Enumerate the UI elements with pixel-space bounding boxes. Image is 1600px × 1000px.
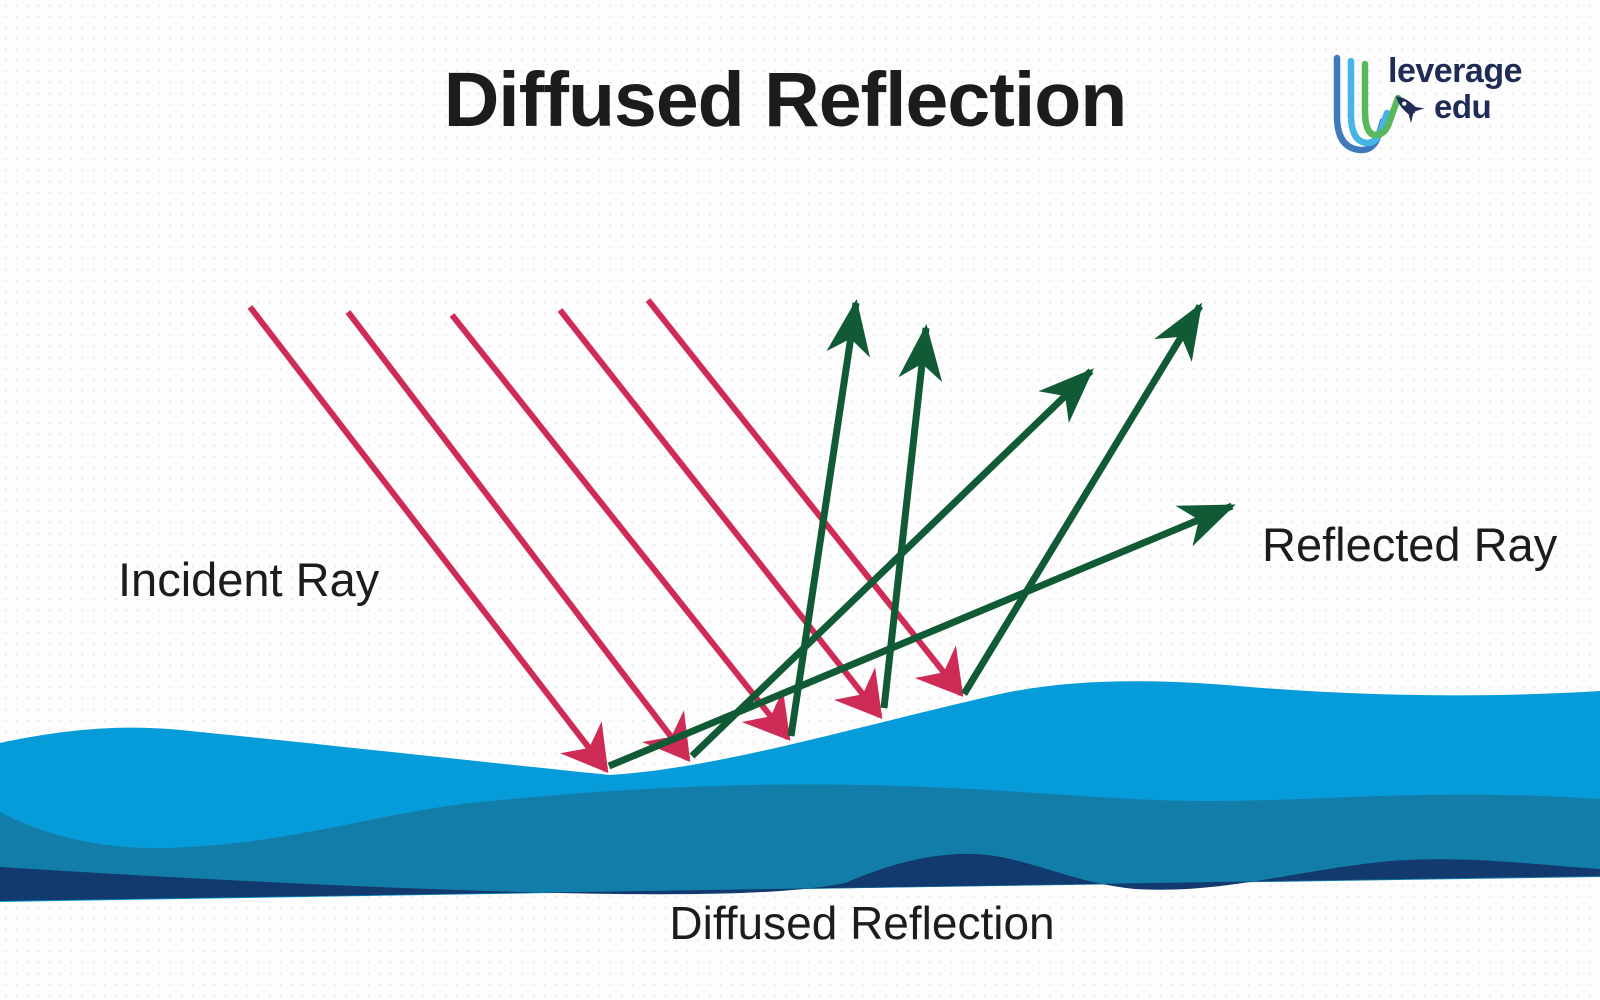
rocket-icon [1396, 96, 1425, 124]
reflected-rays [607, 299, 1236, 770]
diagram-caption: Diffused Reflection [669, 897, 1055, 949]
reflected-ray-5 [961, 302, 1203, 696]
incident-ray-2 [345, 310, 691, 762]
water-wave-mid [0, 784, 1600, 901]
reflected-ray-1 [607, 502, 1236, 770]
reflected-ray-4 [880, 324, 943, 709]
logo-stroke-green [1361, 60, 1402, 139]
logo-suffix: edu [1434, 88, 1492, 125]
page-title: Diffused Reflection [443, 57, 1128, 143]
reflected-ray-3 [787, 299, 871, 737]
incident-ray-4 [557, 308, 883, 719]
incident-ray-5 [645, 298, 964, 697]
logo-mark [1333, 54, 1425, 154]
leverage-edu-logo: leverage edu [1300, 44, 1580, 169]
incident-ray-3 [449, 313, 791, 741]
incident-ray-label: Incident Ray [118, 553, 380, 606]
reflected-ray-2 [689, 368, 1094, 759]
reflected-ray-label: Reflected Ray [1262, 518, 1558, 571]
water-wave-dark [0, 853, 1600, 901]
incident-ray-1 [247, 305, 609, 773]
incident-rays [247, 298, 964, 773]
logo-wordmark: leverage [1388, 52, 1523, 90]
